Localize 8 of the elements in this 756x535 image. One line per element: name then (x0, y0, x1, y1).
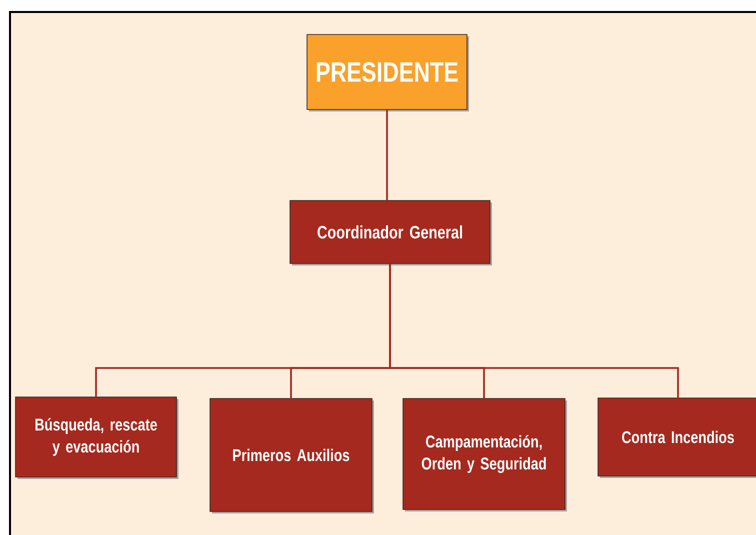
team-box: Primeros Auxilios (210, 398, 372, 512)
team-box: Búsqueda, rescate y evacuación (15, 396, 177, 478)
connector-line (389, 264, 679, 398)
connector-line (386, 110, 388, 200)
team-box: Contra Incendios (598, 398, 756, 476)
title-box: PRESIDENTE (306, 34, 468, 110)
role-box: Coordinador General (290, 200, 490, 264)
team-box: Campamentación, Orden y Seguridad (402, 398, 566, 510)
